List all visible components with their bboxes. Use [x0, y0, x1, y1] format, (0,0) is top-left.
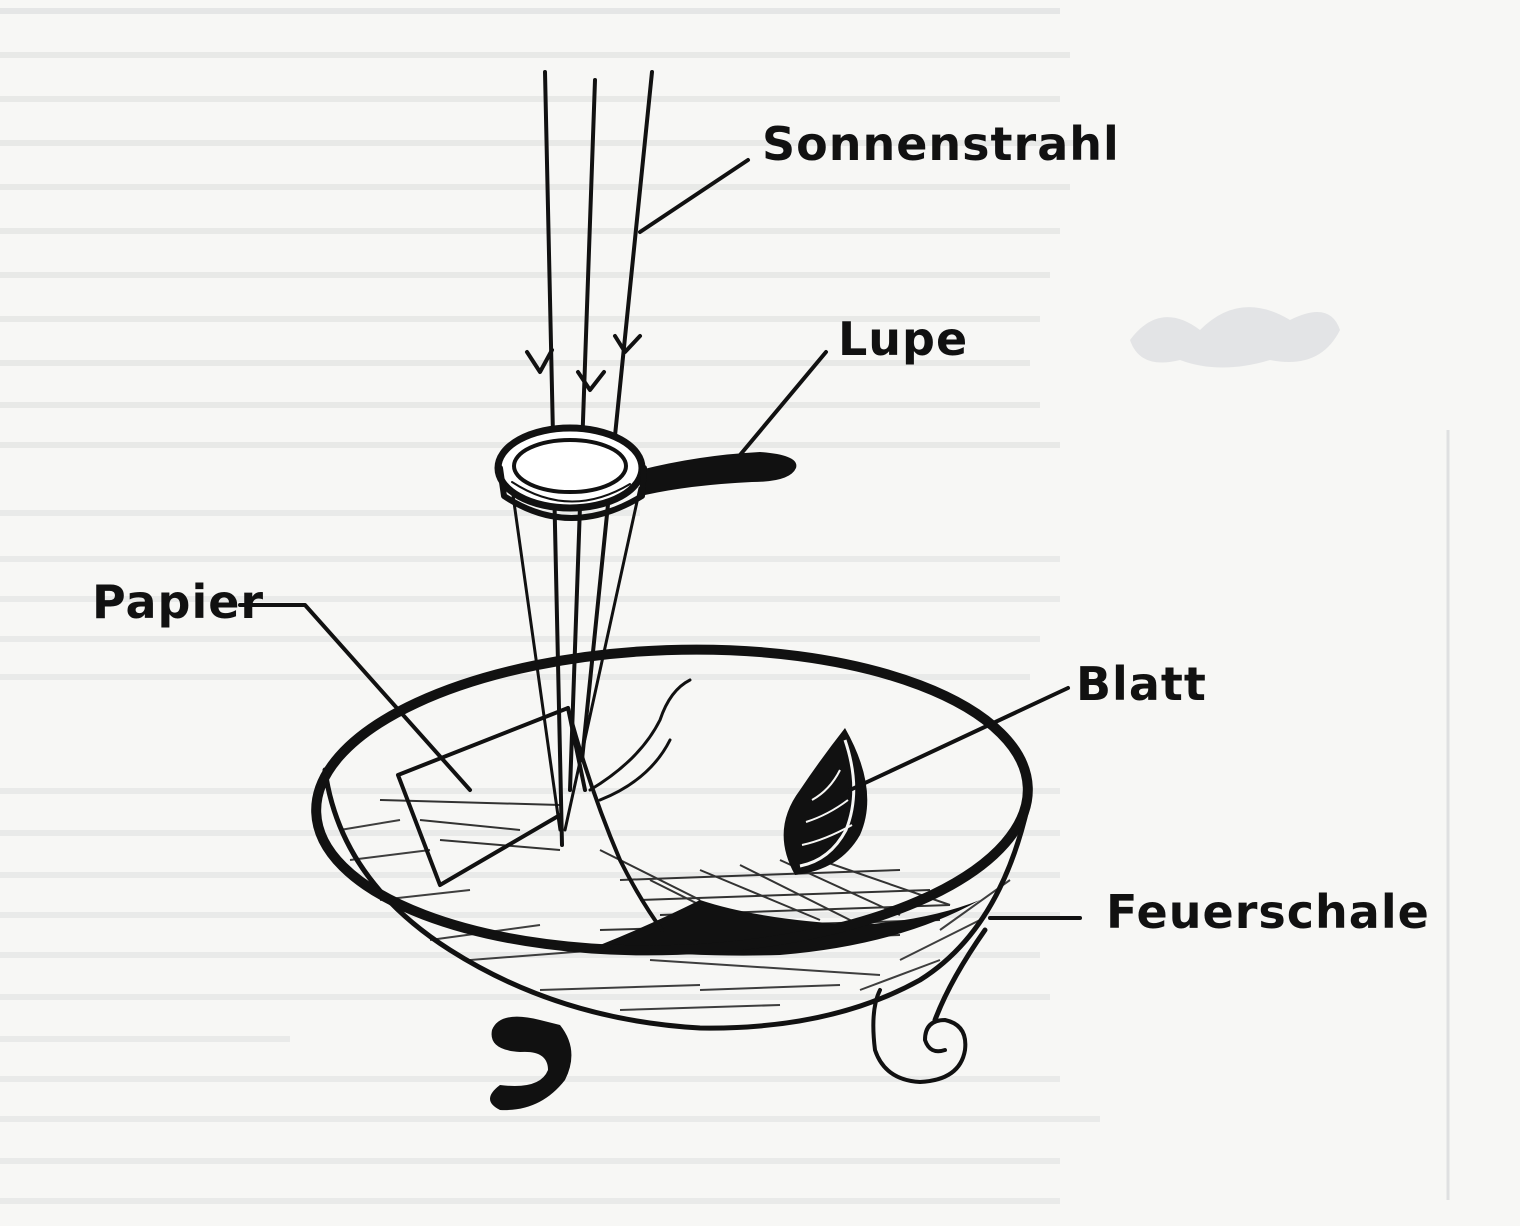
ray-arrow-middle — [576, 370, 606, 392]
leader-blatt — [848, 686, 1070, 792]
paper-sheet — [396, 706, 664, 932]
bowl-rim — [311, 644, 1033, 956]
bleed-through-background — [0, 8, 1450, 1204]
magnifier-lens — [512, 438, 628, 494]
bowl-leg-left — [490, 1016, 572, 1111]
magnifier — [494, 424, 797, 521]
leader-lupe — [738, 350, 828, 457]
leader-lines — [238, 158, 1082, 920]
label-blatt: Blatt — [1076, 657, 1207, 711]
label-papier: Papier — [92, 575, 264, 629]
fire-bowl — [311, 644, 1033, 1111]
magnifier-handle — [640, 452, 797, 495]
leader-papier — [238, 603, 472, 792]
bowl-shadow-wedge — [600, 900, 980, 956]
smoke — [588, 678, 692, 802]
leaf — [783, 728, 868, 875]
sun-ray-right — [580, 70, 654, 762]
label-sonnenstrahl: Sonnenstrahl — [762, 117, 1120, 171]
label-feuerschale: Feuerschale — [1106, 885, 1430, 939]
leader-sonnenstrahl — [638, 158, 750, 234]
label-lupe: Lupe — [838, 312, 968, 366]
bowl-leg-right — [932, 927, 988, 1023]
ray-arrow-left — [525, 348, 554, 374]
ray-arrow-right — [613, 334, 642, 354]
